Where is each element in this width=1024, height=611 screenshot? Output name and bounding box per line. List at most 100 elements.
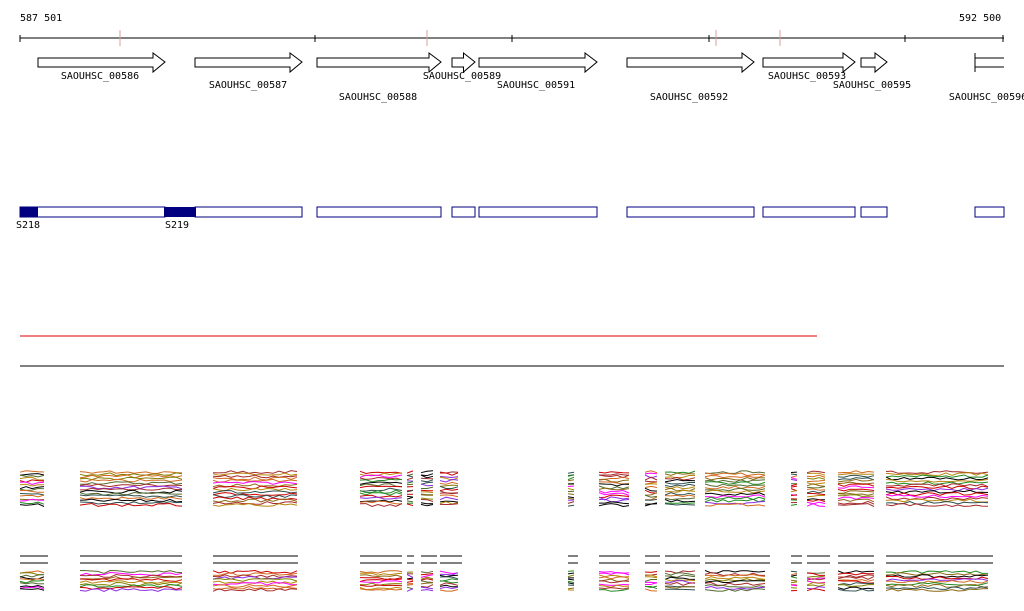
expression-line [420,483,434,487]
expression-line [806,479,826,483]
expression-line [19,494,45,498]
expression-line [406,495,414,498]
expression-line [837,477,875,481]
expression-line [79,478,183,483]
expression-line [704,584,766,588]
expression-line [19,580,45,584]
expression-line [212,481,298,485]
expression-line [79,489,183,494]
expression-line [806,584,826,587]
expression-line [420,582,434,585]
expression-line [790,477,798,480]
expression-line [439,576,459,580]
expression-line [406,474,414,478]
expression-line [837,572,875,576]
expression-line [19,489,45,493]
expression-line [19,574,45,578]
expression-line [598,503,630,508]
expression-line [439,503,459,506]
expression-line [212,470,298,474]
expression-line [598,584,630,588]
expression-line [439,476,459,481]
expression-line [885,583,989,588]
expression-line [19,588,45,591]
gene-arrow [37,52,166,74]
expression-line [79,498,183,503]
expression-line [704,485,766,490]
expression-line [359,588,403,591]
expression-line [420,503,434,507]
expression-line [598,483,630,487]
expression-line [885,578,989,582]
expression-line [806,477,826,480]
gene-arrow [194,52,303,74]
expression-line [439,476,459,479]
expression-line [19,576,45,580]
expression-line [420,576,434,580]
expression-line [806,472,826,476]
expression-line [885,586,989,590]
expression-line [704,572,766,577]
expression-line [212,489,298,494]
expression-line [704,502,766,507]
expression-line [359,487,403,492]
expression-line [359,570,403,574]
expression-line [837,498,875,503]
expression-line [439,496,459,501]
expression-line [837,474,875,478]
expression-line [359,580,403,584]
expression-line [79,576,183,581]
expression-line [885,492,989,497]
expression-line [704,576,766,580]
expression-line [212,494,298,499]
expression-line [644,470,658,474]
expression-line [599,501,630,505]
expression-line [885,503,989,508]
expression-line [79,474,183,479]
expression-line [837,473,874,476]
expression-line [420,470,434,474]
expression-line [790,485,798,488]
expression-line [790,494,798,497]
expression-line [704,476,766,481]
expression-line [567,479,575,482]
expression-line [420,578,434,581]
expression-line [79,472,183,477]
expression-line [885,485,989,490]
expression-line [790,572,798,576]
expression-line [790,579,798,582]
expression-line [790,483,798,487]
expression-line [359,503,403,508]
expression-line [598,588,630,592]
gene-label: SAOUHSC_00591 [497,80,575,91]
expression-line [885,476,989,481]
expression-line [644,485,658,488]
expression-line [406,588,414,592]
gene-label: SAOUHSC_00593 [768,71,846,82]
expression-line [806,488,826,491]
expression-line [359,499,403,503]
expression-line [885,470,989,475]
expression-line [598,471,630,474]
expression-line [598,494,630,499]
feature-s219 [164,207,196,217]
expression-line [837,470,875,474]
expression-line [567,496,575,499]
expression-line [885,494,989,499]
expression-line [837,588,875,592]
expression-line [704,470,766,474]
expression-line [420,499,434,502]
expression-line [19,498,45,502]
feature-box [762,206,856,218]
expression-line [885,496,989,501]
expression-line [439,580,459,584]
expression-line [806,494,826,498]
expression-line [212,476,298,481]
expression-line [567,474,575,477]
expression-line [806,474,826,478]
expression-line [406,578,414,581]
expression-line [406,503,414,507]
expression-line [645,586,658,590]
gene-track: SAOUHSC_00586SAOUHSC_00587SAOUHSC_00588S… [37,51,1024,103]
expression-line [439,478,459,483]
